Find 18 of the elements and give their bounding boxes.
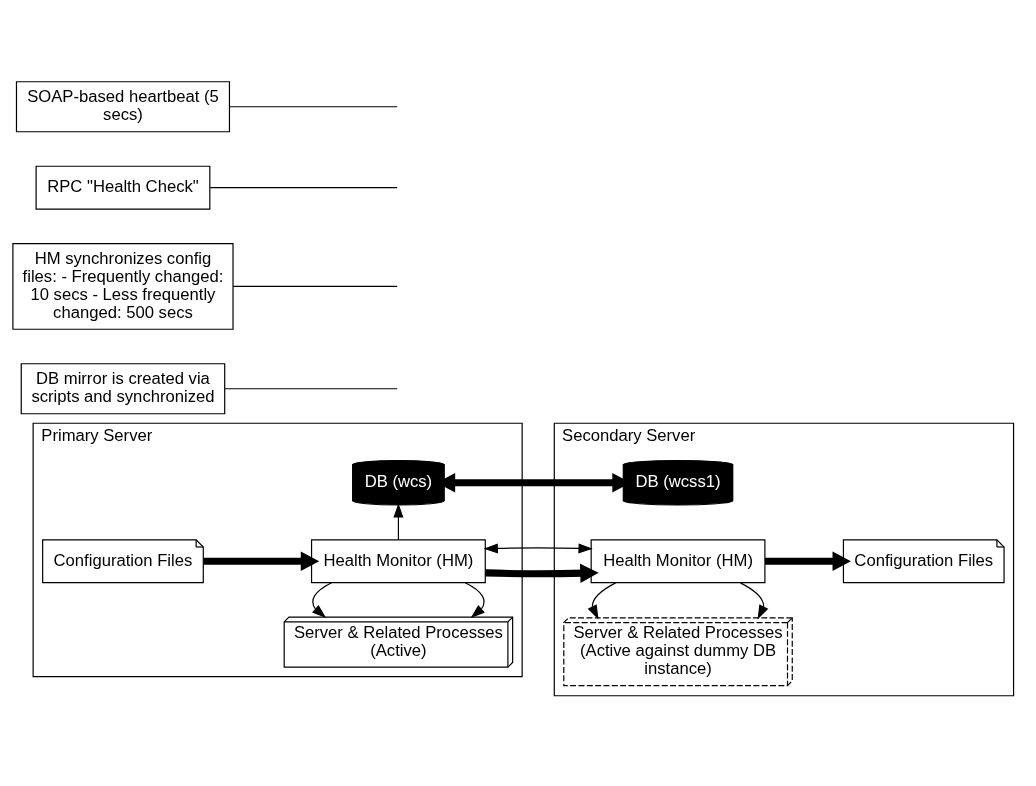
connector [229,105,398,107]
arrow [464,581,485,618]
arrow [312,581,333,618]
arrow [393,502,404,540]
arrow [203,551,320,571]
arrow [739,581,769,619]
connector [209,186,398,188]
node-box: Health Monitor (HM) [590,538,766,583]
arrow [485,563,599,583]
connector [224,387,398,389]
node-box: RPC "Health Check" [35,165,211,210]
node-box: HM synchronizes config files: - Frequently changed: 10 secs - Less frequently changed: 500 secs [12,242,234,330]
node-box: Health Monitor (HM) [310,538,486,583]
arrow [587,581,617,619]
connector [232,285,398,287]
node-box: SOAP-based heartbeat (5 secs) [15,80,231,132]
arrow [483,542,593,553]
node-box: DB mirror is created via scripts and synchronized [20,362,226,414]
